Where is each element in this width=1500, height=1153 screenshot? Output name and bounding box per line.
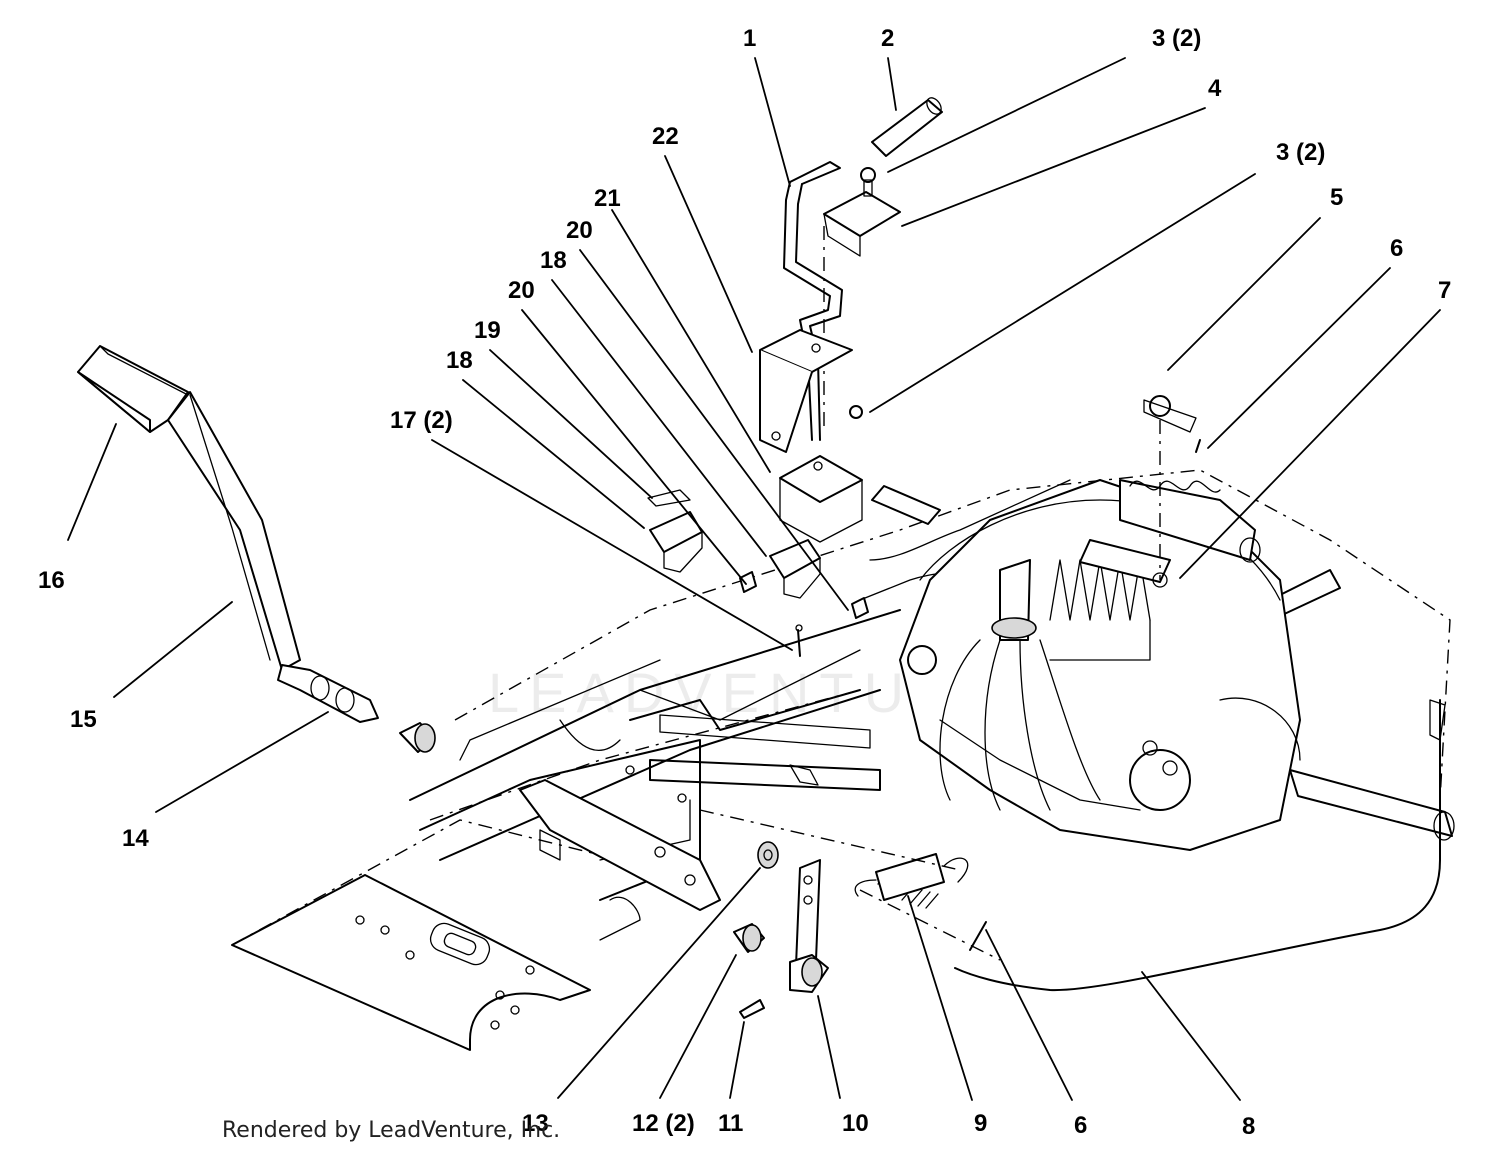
- callout-14: 14: [122, 825, 149, 852]
- callout-labels: 1 2 3 (2) 4 3 (2) 5 6 7 22 21 20 18 20 1…: [38, 25, 1451, 1140]
- callout-3b: 3 (2): [1276, 139, 1325, 166]
- render-credit: Rendered by LeadVenture, Inc.: [222, 1118, 561, 1143]
- callout-18a: 18: [540, 247, 567, 274]
- callout-13: 13: [522, 1110, 549, 1137]
- callout-15: 15: [70, 706, 97, 733]
- callout-8: 8: [1242, 1113, 1255, 1140]
- callout-2: 2: [881, 25, 894, 52]
- pedal-mount-bracket: [519, 779, 721, 941]
- return-spring: [854, 853, 969, 909]
- callout-17: 17 (2): [390, 407, 453, 434]
- pedal-bushing: [399, 722, 436, 753]
- safety-switch-right: [769, 539, 821, 599]
- callout-18b: 18: [446, 347, 473, 374]
- callout-12: 12 (2): [632, 1110, 695, 1137]
- callout-22: 22: [652, 123, 679, 150]
- callout-3a: 3 (2): [1152, 25, 1201, 52]
- callout-11: 11: [718, 1110, 743, 1137]
- callout-1: 1: [743, 25, 756, 52]
- upper-mounting-bracket: [759, 329, 863, 543]
- bracket-with-screw: [823, 167, 901, 430]
- callout-9: 9: [974, 1110, 987, 1137]
- callout-leaders: [67, 57, 1441, 1101]
- callout-16: 16: [38, 567, 65, 594]
- callout-10: 10: [842, 1110, 869, 1137]
- callout-6b: 6: [1074, 1112, 1087, 1139]
- callout-20a: 20: [566, 217, 593, 244]
- callout-4: 4: [1208, 75, 1222, 102]
- callout-7: 7: [1438, 277, 1451, 304]
- switch-clips: [739, 571, 869, 657]
- brake-rod: [699, 699, 1446, 992]
- brake-arm: [789, 859, 829, 993]
- control-knob: [871, 97, 943, 157]
- washer-and-bushing: [733, 841, 779, 953]
- callout-5: 5: [1330, 184, 1343, 211]
- callout-6a: 6: [1390, 235, 1403, 262]
- callout-21: 21: [594, 185, 621, 212]
- roll-pin: [739, 999, 765, 1019]
- brake-pedal: [77, 345, 379, 723]
- safety-switch-left: [647, 489, 703, 573]
- cotter-pin: [969, 439, 1201, 951]
- callout-20b: 20: [508, 277, 535, 304]
- callout-19: 19: [474, 317, 501, 344]
- hydrostatic-transaxle: [871, 395, 1455, 851]
